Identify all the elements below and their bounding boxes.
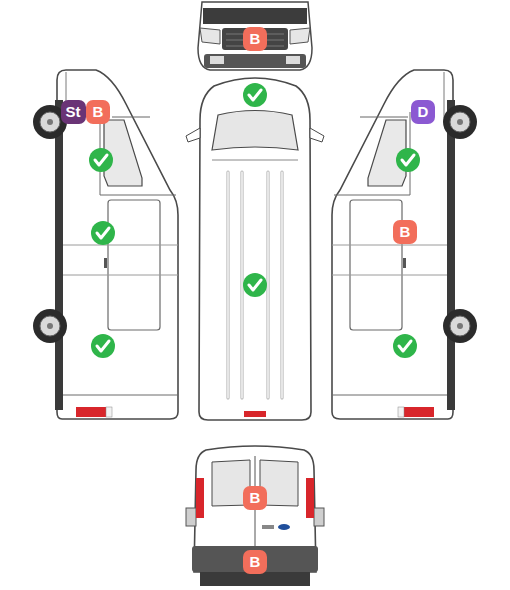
damage-badge: B [86, 100, 110, 124]
damage-badge: B [243, 486, 267, 510]
badge-letter: B [250, 554, 261, 570]
leader-line [360, 117, 408, 118]
damage-badge: B [243, 550, 267, 574]
top-view [186, 78, 324, 420]
badge-letter: B [250, 31, 261, 47]
badge-letter: D [418, 104, 429, 120]
leader-line [112, 117, 150, 118]
damage-badge: B [393, 220, 417, 244]
rear-view [186, 446, 324, 586]
front-view [198, 2, 312, 70]
badge-letter: B [93, 104, 104, 120]
damage-badge: B [243, 27, 267, 51]
damage-badge: St [61, 100, 86, 124]
damage-badge: D [411, 100, 435, 124]
badge-letter: St [66, 104, 81, 120]
badge-letter: B [250, 490, 261, 506]
badge-letter: B [400, 224, 411, 240]
